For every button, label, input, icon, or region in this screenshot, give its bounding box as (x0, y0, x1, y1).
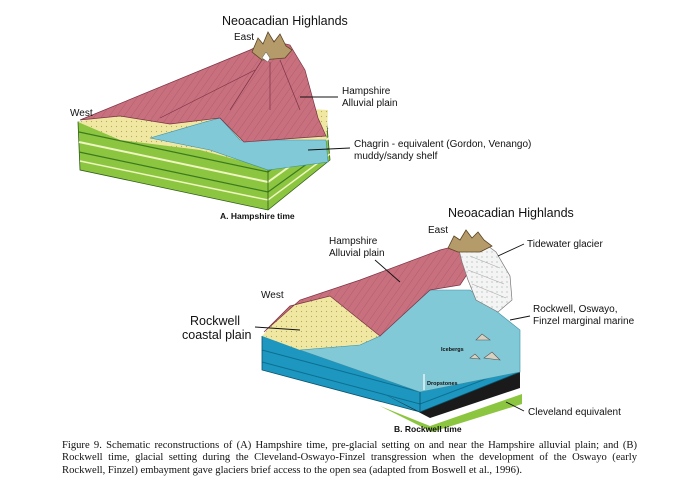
panel-a-alluvial-label-2: Alluvial plain (342, 98, 398, 109)
panel-b-coastal-label-1: Rockwell (190, 314, 240, 328)
panel-b-mountains (447, 229, 493, 253)
panel-b-coastal-label-2: coastal plain (182, 328, 252, 342)
panel-b-marine-label-2: Finzel marginal marine (533, 316, 635, 327)
panel-b-dark-shale (380, 372, 520, 418)
panel-b-marine-sea (300, 290, 520, 392)
panel-a-west-label: West (70, 108, 93, 119)
panel-b-east-label: East (428, 225, 448, 236)
panel-b-iceberg-3 (469, 353, 481, 360)
panel-b-highlands-label: Neoacadian Highlands (448, 206, 574, 220)
panel-a-block (77, 31, 331, 211)
panel-b-icebergs-label: Icebergs (441, 347, 464, 353)
panel-a-shelf (149, 117, 329, 171)
panel-b-caption: B. Rockwell time (394, 424, 462, 434)
panel-b-cleveland-label: Cleveland equivalent (528, 407, 621, 418)
panel-b-dropstones-label: Dropstones (427, 381, 458, 387)
panel-b-glacier-label: Tidewater glacier (527, 239, 603, 250)
panel-b-iceberg-2 (483, 351, 501, 361)
panel-b-alluvial-label-2: Alluvial plain (329, 248, 385, 259)
panel-a-caption: A. Hampshire time (220, 211, 295, 221)
panel-b-green-base (380, 394, 522, 432)
figure-caption: Figure 9. Schematic reconstructions of (… (62, 440, 637, 476)
panel-b-west-label: West (261, 290, 284, 301)
panel-b-iceberg-1 (475, 333, 491, 341)
panel-b-marine-label-1: Rockwell, Oswayo, (533, 304, 617, 315)
panel-a-alluvial-label-1: Hampshire (342, 86, 391, 97)
panel-a-mountains (251, 31, 293, 61)
figure-diagram: Neoacadian Highlands East West Hampshire… (70, 14, 635, 434)
panel-b-block (261, 229, 522, 432)
panel-a-east-label: East (234, 32, 254, 43)
panel-a-highlands-label: Neoacadian Highlands (222, 14, 348, 28)
panel-a-shelf-label-2: muddy/sandy shelf (354, 151, 438, 162)
panel-b-alluvial-label-1: Hampshire (329, 236, 378, 247)
panel-a-shelf-label-1: Chagrin - equivalent (Gordon, Venango) (354, 139, 531, 150)
